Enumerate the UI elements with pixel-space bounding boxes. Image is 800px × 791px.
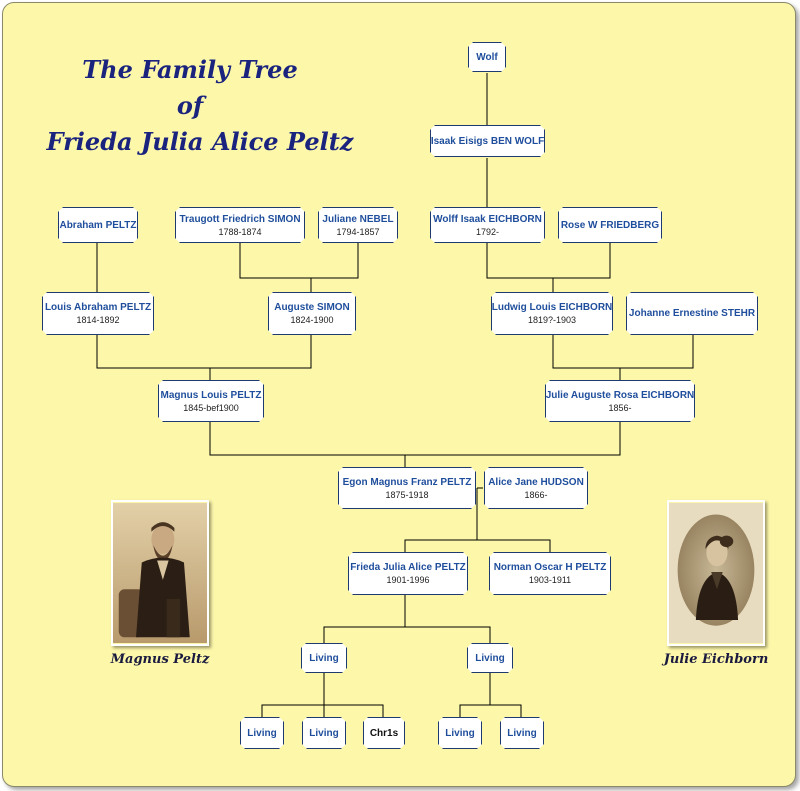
person-traugott-simon[interactable]: Traugott Friedrich SIMON 1788-1874: [175, 207, 305, 243]
page-title-line3: Frieda Julia Alice Peltz: [46, 127, 354, 156]
person-name: Living: [475, 652, 505, 664]
person-name: Chr1s: [369, 727, 399, 739]
person-name: Living: [309, 727, 339, 739]
magnus-peltz-photo: [111, 500, 209, 646]
person-living-5[interactable]: Living: [438, 717, 482, 749]
line-to-living6: [490, 704, 522, 717]
person-dates: 1794-1857: [336, 226, 380, 237]
line-ludwig-couple: [552, 335, 694, 369]
caption-magnus-peltz: Magnus Peltz: [110, 652, 210, 667]
line-simon-couple: [239, 243, 359, 279]
person-julie-eichborn[interactable]: Julie Auguste Rosa EICHBORN 1856-: [545, 380, 695, 422]
person-name: Living: [309, 652, 339, 664]
person-name: Louis Abraham PELTZ: [44, 302, 152, 313]
person-name: Juliane NEBEL: [322, 213, 394, 225]
person-auguste-simon[interactable]: Auguste SIMON 1824-1900: [268, 292, 356, 335]
person-dates: 1814-1892: [76, 315, 120, 325]
person-dates: 1845-bef1900: [183, 402, 239, 413]
line-to-living2: [405, 626, 491, 643]
person-name: Traugott Friedrich SIMON: [179, 213, 301, 225]
person-name: Johanne Ernestine STEHR: [628, 308, 756, 319]
person-dates: 1792-: [475, 226, 500, 237]
person-living-1[interactable]: Living: [301, 643, 347, 673]
person-norman-peltz[interactable]: Norman Oscar H PELTZ 1903-1911: [489, 552, 611, 595]
person-johanne-stehr[interactable]: Johanne Ernestine STEHR: [626, 292, 758, 335]
person-name: Egon Magnus Franz PELTZ: [342, 476, 472, 488]
person-living-3[interactable]: Living: [240, 717, 284, 749]
person-name: Ludwig Louis EICHBORN: [491, 302, 613, 313]
line-to-norman: [477, 539, 551, 552]
person-dates: 1856-: [608, 402, 632, 413]
line-eichborn-couple: [486, 243, 611, 279]
person-magnus-peltz[interactable]: Magnus Louis PELTZ 1845-bef1900: [158, 380, 264, 422]
person-name: Rose W FRIEDBERG: [560, 219, 660, 231]
person-name: Norman Oscar H PELTZ: [493, 562, 607, 573]
person-dates: 1819?-1903: [527, 315, 577, 325]
line-egon-children: [404, 488, 478, 552]
line-magnus-julie: [209, 422, 621, 456]
person-dates: 1875-1918: [385, 489, 429, 500]
line-frieda-children: [323, 595, 406, 643]
person-ludwig-eichborn[interactable]: Ludwig Louis EICHBORN 1819?-1903: [491, 292, 613, 335]
person-chr1s[interactable]: Chr1s: [363, 717, 405, 749]
person-name: Frieda Julia Alice PELTZ: [350, 562, 466, 573]
person-dates: 1866-: [524, 489, 548, 500]
person-dates: 1824-1900: [290, 315, 334, 325]
page-title-line2: of: [176, 91, 204, 120]
person-name: Living: [445, 727, 475, 739]
person-rose-friedberg[interactable]: Rose W FRIEDBERG: [558, 207, 662, 243]
person-dates: 1788-1874: [218, 226, 262, 237]
person-egon-peltz[interactable]: Egon Magnus Franz PELTZ 1875-1918: [338, 467, 476, 509]
person-living-6[interactable]: Living: [500, 717, 544, 749]
line-to-chris: [324, 704, 384, 717]
person-name: Julie Auguste Rosa EICHBORN: [545, 389, 695, 401]
person-frieda-peltz[interactable]: Frieda Julia Alice PELTZ 1901-1996: [348, 552, 468, 595]
person-wolf[interactable]: Wolf: [468, 42, 506, 72]
caption-julie-eichborn: Julie Eichborn: [663, 652, 769, 667]
person-name: Wolff Isaak EICHBORN: [433, 213, 542, 225]
line-peltz-couple: [96, 335, 312, 369]
person-name: Abraham PELTZ: [59, 219, 137, 231]
person-abraham-peltz[interactable]: Abraham PELTZ: [58, 207, 138, 243]
person-name: Alice Jane HUDSON: [488, 476, 584, 488]
person-wolff-eichborn[interactable]: Wolff Isaak EICHBORN 1792-: [430, 207, 545, 243]
person-name: Living: [507, 727, 537, 739]
person-living-4[interactable]: Living: [302, 717, 346, 749]
person-living-2[interactable]: Living: [467, 643, 513, 673]
person-name: Living: [247, 727, 277, 739]
person-name: Wolf: [476, 51, 498, 63]
person-juliane-nebel[interactable]: Juliane NEBEL 1794-1857: [318, 207, 398, 243]
person-name: Isaak Eisigs BEN WOLF: [430, 135, 545, 147]
page-title-line1: The Family Tree: [82, 55, 298, 84]
line-living1-children: [261, 673, 325, 717]
julie-eichborn-photo: [667, 500, 765, 646]
person-isaak-ben-wolf[interactable]: Isaak Eisigs BEN WOLF: [430, 125, 545, 157]
line-living2-children: [459, 673, 491, 717]
person-name: Auguste SIMON: [274, 302, 350, 313]
person-dates: 1901-1996: [386, 575, 430, 585]
person-alice-hudson[interactable]: Alice Jane HUDSON 1866-: [484, 467, 588, 509]
person-name: Magnus Louis PELTZ: [160, 389, 262, 401]
person-dates: 1903-1911: [528, 575, 572, 585]
person-louis-peltz[interactable]: Louis Abraham PELTZ 1814-1892: [42, 292, 154, 335]
